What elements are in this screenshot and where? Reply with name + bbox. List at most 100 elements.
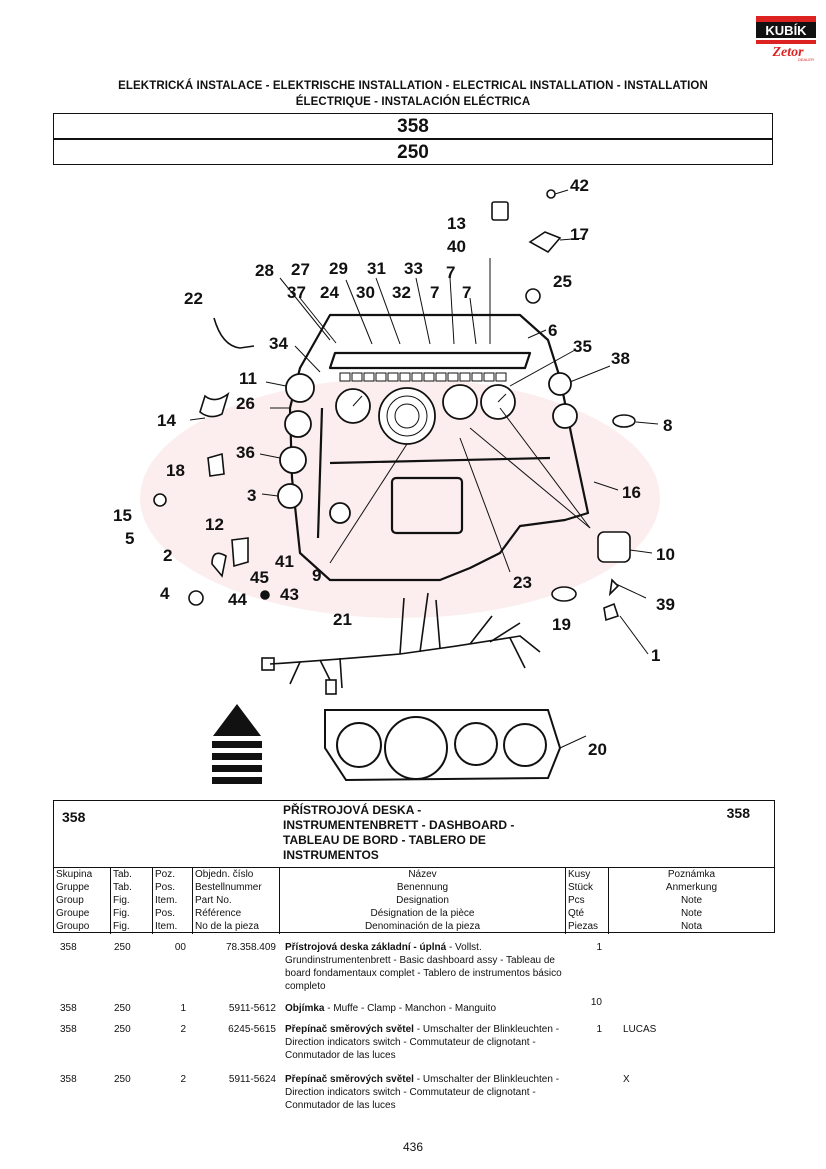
lamp-39	[608, 578, 620, 597]
callout-41: 41	[275, 552, 294, 571]
screw-42	[546, 189, 556, 199]
parts-row: 358 250 2 6245-5615 Přepínač směrových s…	[60, 1024, 657, 1061]
indicator-11	[285, 373, 315, 403]
gasket-20	[324, 709, 562, 782]
warning-light-strip	[328, 351, 532, 370]
svg-text:DEALER: DEALER	[798, 57, 814, 62]
callout-9: 9	[312, 566, 321, 585]
part-description: Objímka - Muffe - Clamp - Manchon - Mang…	[285, 1003, 497, 1014]
housing-inner-edge	[316, 407, 324, 539]
parts-row: 358 250 2 5911-5624 Přepínač směrových s…	[60, 1074, 630, 1111]
callout-2: 2	[163, 546, 172, 565]
cable-22	[213, 317, 255, 349]
callout-21: 21	[333, 610, 352, 629]
col-fig-header: Tab.Tab.Fig.Fig.Fig.	[110, 868, 152, 934]
callout-38: 38	[611, 349, 630, 368]
housing-crease	[329, 456, 551, 465]
callout-28: 28	[255, 261, 274, 280]
gauge-center-right	[442, 384, 478, 420]
callout-25: 25	[553, 272, 572, 291]
callout-20: 20	[588, 740, 607, 759]
indicator-38	[548, 372, 572, 396]
callout-19: 19	[552, 615, 571, 634]
part-description: Přístrojová deska základní - úplná - Vol…	[285, 942, 562, 992]
callout-5: 5	[125, 529, 134, 548]
part-13	[491, 201, 509, 221]
callout-22: 22	[184, 289, 203, 308]
callout-30: 30	[356, 283, 375, 302]
callout-7c: 7	[462, 283, 471, 302]
callout-40: 40	[447, 237, 466, 256]
callout-27: 27	[291, 260, 310, 279]
callout-3: 3	[247, 486, 256, 505]
indicator-26	[284, 410, 312, 438]
callout-32: 32	[392, 283, 411, 302]
table-code-box: 250	[53, 139, 773, 165]
callout-37: 37	[287, 283, 306, 302]
callout-7a: 7	[446, 263, 455, 282]
callout-13: 13	[447, 214, 466, 233]
callout-10: 10	[656, 545, 675, 564]
callout-17: 17	[570, 225, 589, 244]
header-group-code-left: 358	[62, 809, 86, 825]
page-number: 436	[402, 1140, 424, 1154]
callout-42: 42	[570, 176, 589, 195]
bracket-18	[207, 452, 225, 477]
part-12	[231, 537, 249, 568]
part-19	[551, 586, 577, 602]
svg-text:Zetor: Zetor	[771, 45, 804, 60]
parts-table-header: 358 358 PŘÍSTROJOVÁ DESKA - INSTRUMENTEN…	[53, 800, 775, 934]
callout-8: 8	[663, 416, 672, 435]
callout-18: 18	[166, 461, 185, 480]
group-code-box: 358	[53, 113, 773, 139]
callout-6: 6	[548, 321, 557, 340]
col-pos-header: Poz.Pos.Item.Pos.Item.	[152, 868, 192, 934]
part-description: Přepínač směrových světel - Umschalter d…	[285, 1074, 560, 1111]
kubik-zetor-logo: KUBÍK Zetor DEALER	[754, 14, 818, 62]
callout-12: 12	[205, 515, 224, 534]
dashboard-housing	[288, 313, 590, 582]
indicator-8-socket	[552, 403, 578, 429]
callout-36: 36	[236, 443, 255, 462]
callout-34: 34	[269, 334, 288, 353]
header-group-code-right: 358	[726, 805, 750, 821]
leader-lines	[189, 189, 659, 749]
callout-29: 29	[329, 259, 348, 278]
svg-text:KUBÍK: KUBÍK	[765, 23, 807, 38]
part-15	[153, 493, 167, 507]
part-description: Přepínač směrových světel - Umschalter d…	[285, 1024, 560, 1061]
callout-16: 16	[622, 483, 641, 502]
cap-8	[612, 414, 636, 428]
callout-33: 33	[404, 259, 423, 278]
clamp-14	[199, 391, 230, 418]
parts-row: 358 250 00 78.358.409 Přístrojová deska …	[60, 942, 602, 992]
section-title-line1: ELEKTRICKÁ INSTALACE - ELEKTRISCHE INSTA…	[118, 80, 708, 92]
assembly-title: PŘÍSTROJOVÁ DESKA - INSTRUMENTENBRETT - …	[283, 803, 515, 862]
callout-14: 14	[157, 411, 176, 430]
callout-7b: 7	[430, 283, 439, 302]
dealer-watermark	[140, 378, 660, 618]
callout-15: 15	[113, 506, 132, 525]
bracket-17	[528, 231, 562, 254]
exploded-dashboard-diagram: 1 2 3 4 5 6 7 7 7 8 9 10 11 12 13 14 15 …	[113, 176, 675, 784]
callout-39: 39	[656, 595, 675, 614]
center-cutout	[390, 476, 464, 535]
parts-row: 358 250 1 5911-5612 Objímka - Muffe - Cl…	[60, 997, 602, 1014]
callout-44: 44	[228, 590, 247, 609]
callout-1: 1	[651, 646, 660, 665]
bulb-4	[188, 590, 204, 606]
callout-11: 11	[239, 369, 257, 388]
wiring-harness-21	[261, 592, 541, 695]
section-title-line2: ÉLECTRIQUE - INSTALACIÓN ELÉCTRICA	[295, 96, 531, 108]
direction-arrows	[212, 704, 262, 784]
callout-23: 23	[513, 573, 532, 592]
callout-4: 4	[160, 584, 170, 603]
callout-26: 26	[236, 394, 255, 413]
callout-24: 24	[320, 283, 339, 302]
